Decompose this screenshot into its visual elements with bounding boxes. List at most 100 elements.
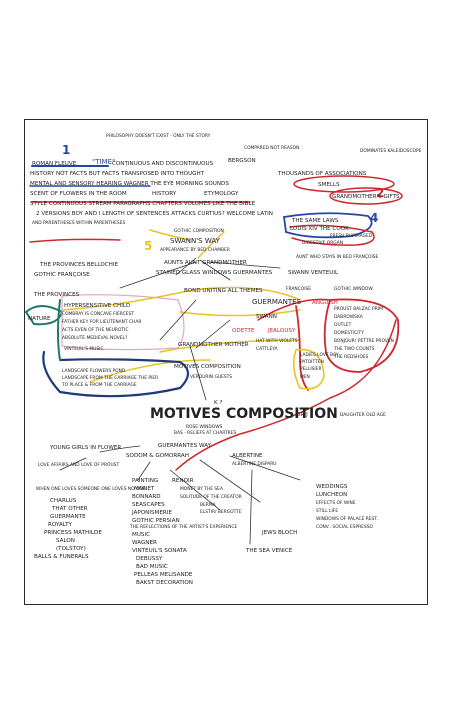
red-bubble-balzac xyxy=(323,298,400,373)
note-debussy: Debussy xyxy=(136,556,163,562)
note-etymology: Etymology xyxy=(204,191,239,197)
note-grandmother-mother: Grandmother Mother xyxy=(178,342,249,348)
note-albertine: Albertine xyxy=(232,453,263,459)
note-louis: Louis XIV The Cook xyxy=(290,226,349,232)
note-gothic: Gothic Composition xyxy=(174,228,224,234)
note-painting: Painting xyxy=(132,478,158,484)
svg-text:4: 4 xyxy=(370,211,378,225)
note-landscape-a: Landscape Flowers Pond xyxy=(62,368,126,374)
numbers: 1 2 4 5 xyxy=(62,143,384,253)
note-scent: Scent of Flowers in the Room xyxy=(30,191,127,197)
note-nature: Nature xyxy=(28,316,51,322)
yellow-line-swann xyxy=(197,231,225,259)
note-japonisme: Japonismerie xyxy=(131,510,172,516)
note-luncheon: Luncheon xyxy=(316,492,347,498)
note-sodom: Sodom & Gomorrah xyxy=(126,453,189,459)
note-redshoes: The Redshoes xyxy=(333,354,369,360)
yellow-line-landscape xyxy=(89,359,211,383)
note-the-provinces: The Provinces xyxy=(33,292,80,298)
note-smells: Smells xyxy=(318,182,340,188)
note-gothic-window: Gothic Window xyxy=(334,286,373,292)
note-thousands: Thousands of Associations xyxy=(277,171,367,177)
note-princess: Princess Mathilde xyxy=(44,530,102,536)
note-still-life: Still Life xyxy=(316,508,338,514)
note-dominates: Dominates Kaleidoscope xyxy=(360,148,422,154)
note-bonjour: Bonjour! Pettre Proven xyxy=(334,338,394,344)
note-k: K ? xyxy=(214,400,222,406)
note-bad-music: Bad Music xyxy=(136,564,168,570)
note-ladies: Ladies Love Boy xyxy=(300,352,339,358)
note-love-affairs: Love Affairs and Love of Proust xyxy=(38,462,119,468)
note-odette: Odette xyxy=(232,328,255,334)
note-elstir: Elstir/ Bergotte xyxy=(200,509,242,515)
note-rose-windows: Rose Windows xyxy=(186,424,223,430)
blue-bubble-same-laws xyxy=(282,212,373,239)
note-continuous: Continuous and Discontinuous xyxy=(112,161,214,167)
note-roman-fleuve: Roman Fleuve xyxy=(32,161,77,167)
note-cattleya: Cattleya xyxy=(256,346,278,352)
note-salon: Salon xyxy=(56,538,75,544)
note-verdurin: Verdurin Guests xyxy=(190,374,232,380)
yellow-line-vinteuil xyxy=(159,339,301,353)
svg-text:2: 2 xyxy=(376,186,384,200)
note-grandmother-gifts: Grandmother's Gifts xyxy=(332,194,400,200)
note-landscape-c: To Place & From The Carriage xyxy=(61,382,137,388)
note-guermantes: Guermantes xyxy=(252,298,302,306)
note-conv: Conv.. Social Espresso xyxy=(316,524,373,530)
note-digestive: Digestive Organ xyxy=(302,240,343,246)
pink-bubble-child xyxy=(61,294,185,351)
note-two-versions: 2 Versions Boy and I Length of Sentences… xyxy=(36,211,273,217)
note-absolute: Absolute Medieval Novel? xyxy=(62,335,128,341)
note-young-girls: Young Girls in Flower xyxy=(49,445,121,451)
note-francoise: Françoise xyxy=(286,286,311,292)
note-proust-balzac: Proust Balzac Prim xyxy=(334,306,383,312)
note-pellisier: Pellisier xyxy=(300,366,322,372)
note-music: Music xyxy=(132,532,150,538)
note-domesticity: Domesticity xyxy=(334,330,364,336)
notes-frame xyxy=(24,119,428,605)
note-gothic-francoise: Gothic Françoise xyxy=(34,272,90,278)
green-line-nature xyxy=(57,299,61,361)
note-swann-venteuil: Swann Venteuil xyxy=(288,270,339,276)
note-balls: Balls & Funerals xyxy=(34,554,89,560)
note-bakst: Bakst Decoration xyxy=(136,580,193,586)
blue-loop-landscape xyxy=(42,350,190,398)
connector-lines xyxy=(24,165,403,545)
note-landscape-b: Landscape From The Carriage The Pier xyxy=(62,375,158,381)
note-hypersensitive: Hypersensitive Child xyxy=(64,303,130,309)
note-daughter: Daughter Old Age xyxy=(340,412,386,418)
red-long-curve xyxy=(175,319,397,471)
note-guermantes-way: Guermantes Way xyxy=(158,443,212,449)
note-aunts: Aunts Aunt Grandmother xyxy=(164,260,247,266)
note-father-key: Father Key for Lieutenant Char xyxy=(62,319,141,325)
note-tolstoy: (Tolstoy) xyxy=(56,546,86,552)
note-stained-glass: Stained Glass Windows Guermantes xyxy=(156,270,273,276)
note-aunt-who: Aunt who Stays in Bed Françoise xyxy=(296,254,379,260)
red-bubble-smells xyxy=(293,175,395,193)
note-combray: Combray Is Concave Fiercest xyxy=(62,311,134,317)
note-acts-even: Acts Even of The Neurotic xyxy=(62,327,128,333)
note-provinces-top: The Provinces Bellochie xyxy=(39,262,118,268)
note-dabrowska: Dabrowska xyxy=(334,314,363,320)
note-seascapes: Seascapes xyxy=(132,502,165,508)
note-compared: Compared not reason xyxy=(244,145,299,151)
note-bergson: Bergson xyxy=(228,158,256,164)
note-renoir: Renoir xyxy=(172,478,194,484)
note-that-other: That Other xyxy=(51,506,88,512)
yellow-line-nature xyxy=(61,286,301,311)
note-men: Men xyxy=(300,374,310,380)
note-philosophy: Philosophy doesn't exist - only the stor… xyxy=(106,133,211,139)
note-solitude: Solitude of The Creator xyxy=(180,494,242,500)
red-line-left xyxy=(29,238,121,243)
note-berma: Berma xyxy=(200,502,216,508)
note-same-laws: The Same Laws xyxy=(291,218,339,224)
note-hat-with: Hat With Violets xyxy=(256,338,298,344)
note-motives-small: Motives Composition xyxy=(174,364,241,370)
yellow-bubble-ladies xyxy=(292,348,325,390)
red-curve-guermantes xyxy=(295,305,309,391)
note-swanns-way: Swann's Way xyxy=(170,237,221,245)
note-two-counts: The Two Counts xyxy=(333,346,375,352)
note-charlus: Charlus xyxy=(50,498,77,504)
note-guermante2: Guermante xyxy=(50,514,86,520)
